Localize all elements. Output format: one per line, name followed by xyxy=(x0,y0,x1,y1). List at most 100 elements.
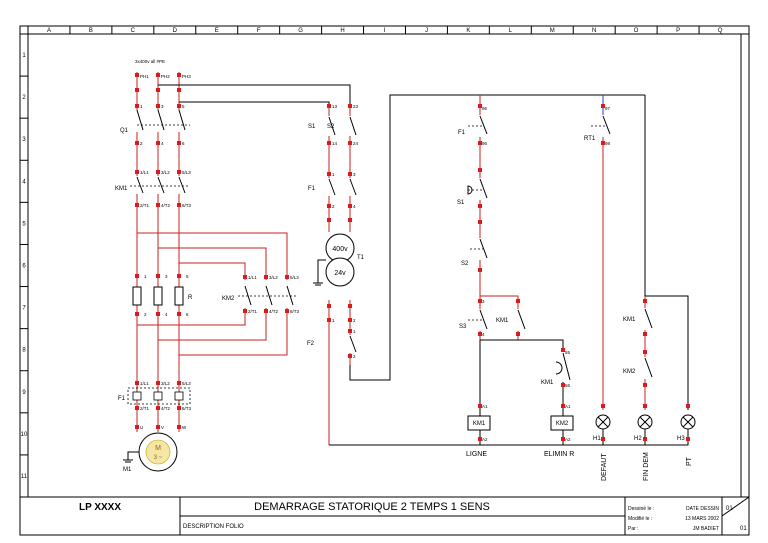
terminal-marker xyxy=(285,275,289,279)
transfo-secondary: 24v xyxy=(334,270,346,277)
motor-u: U xyxy=(140,425,143,430)
q1-label: Q1 xyxy=(120,128,129,134)
q1-bot-6: 6 xyxy=(182,141,185,146)
km1aux-3: 3 xyxy=(482,299,485,304)
f1-transfo-label: F1 xyxy=(308,186,316,192)
km2-coil-label: KM2 xyxy=(556,421,569,427)
s-bot-24: 24 xyxy=(353,141,359,146)
terminal-marker xyxy=(478,332,482,336)
grid-column-label: G xyxy=(298,28,303,34)
grid-row-label: 1 xyxy=(22,53,26,59)
q1-top-5: 5 xyxy=(182,104,185,109)
grid-column-label: Q xyxy=(718,28,723,34)
terminal-marker xyxy=(327,318,331,322)
km1-aux-label: KM1 xyxy=(496,318,509,324)
f1c-bot: 96 xyxy=(482,141,488,146)
terminal-marker xyxy=(156,312,160,316)
terminal-marker xyxy=(243,309,247,313)
terminal-marker xyxy=(327,104,331,108)
terminal-marker xyxy=(135,141,139,145)
label-elimin-r: ELIMIN R xyxy=(544,451,574,458)
grid-column-label: H xyxy=(340,28,344,34)
h3-label: H3 xyxy=(677,436,685,442)
r-top-5: 5 xyxy=(186,274,189,279)
label-fin-dem: FIN DEM xyxy=(643,452,650,481)
label-pt: PT xyxy=(686,456,693,466)
terminal-marker xyxy=(156,141,160,145)
km1-coil-a2: A2 xyxy=(482,437,488,442)
motor-label: M1 xyxy=(123,467,132,473)
s-top-23: 23 xyxy=(353,104,359,109)
grid-column-label: K xyxy=(466,28,470,34)
terminal-marker xyxy=(156,425,160,429)
terminal-marker xyxy=(327,141,331,145)
terminal-marker xyxy=(561,404,565,408)
transfo-wires xyxy=(328,94,645,445)
grid-column-label: F xyxy=(257,28,261,34)
terminal-marker xyxy=(327,204,331,208)
f1-bot-4: 4/T2 xyxy=(161,406,171,411)
terminal-marker xyxy=(561,383,565,387)
terminal-marker xyxy=(348,141,352,145)
terminal-marker xyxy=(243,275,247,279)
description-label: DESCRIPTION FOLIO xyxy=(183,524,244,530)
grid-row-label: 6 xyxy=(22,264,26,270)
terminal-marker xyxy=(478,299,482,303)
folio-number: 01 xyxy=(726,506,733,512)
km1-top-5: 5/L3 xyxy=(182,170,191,175)
s2-button: S2 xyxy=(461,238,488,267)
control-wires xyxy=(329,95,689,446)
drawing-title: DEMARRAGE STATORIQUE 2 TEMPS 1 SENS xyxy=(254,501,490,513)
km1-timer-label: KM1 xyxy=(541,380,554,386)
f2-fuse: F2 1 2 xyxy=(307,329,357,359)
terminal-marker xyxy=(348,354,352,358)
grid-column-label: D xyxy=(173,28,178,34)
terminal-marker xyxy=(135,88,139,92)
terminal-marker xyxy=(135,170,139,174)
terminal-markers xyxy=(135,73,690,441)
transformer-t1: 400v 24v T1 1 2 xyxy=(313,233,365,323)
terminal-marker xyxy=(348,329,352,333)
terminal-marker xyxy=(478,404,482,408)
grid-column-label: I xyxy=(384,28,386,34)
km2-power-label: KM2 xyxy=(222,296,235,302)
terminal-marker xyxy=(643,437,647,441)
q1-bot-4: 4 xyxy=(161,141,164,146)
f1-bot-2: 2/T1 xyxy=(140,406,150,411)
terminal-marker xyxy=(478,204,482,208)
s1-s2-power-switches: S1 S2 13 23 14 24 xyxy=(308,104,359,146)
terminal-marker xyxy=(478,141,482,145)
f1t-top-3: 3 xyxy=(353,172,356,177)
km1-right-contact: KM1 xyxy=(623,308,653,330)
km1-timer-contact: KM1 55 56 xyxy=(541,350,571,388)
r-top-1: 1 xyxy=(144,274,147,279)
terminal-marker xyxy=(348,204,352,208)
control-tap-wires xyxy=(158,84,351,104)
terminal-marker xyxy=(478,437,482,441)
terminal-marker xyxy=(177,312,181,316)
drawn-label: Dessiné le : xyxy=(628,506,654,512)
terminal-marker xyxy=(516,299,520,303)
phase-label-3: PH3 xyxy=(182,74,191,79)
grid-column-label: N xyxy=(592,28,596,34)
f1t-bot-2: 2 xyxy=(332,204,335,209)
terminal-marker xyxy=(135,406,139,410)
km2-coil: KM2 A1 A2 xyxy=(550,404,574,445)
drawn-value: DATE DESSIN xyxy=(686,506,719,512)
terminal-marker xyxy=(177,406,181,410)
km2-right-contact: KM2 xyxy=(623,357,653,379)
terminal-marker xyxy=(264,309,268,313)
q1-top-1: 1 xyxy=(140,104,143,109)
km2-top-5: 5/L3 xyxy=(290,275,299,280)
terminal-marker xyxy=(327,304,331,308)
terminal-marker xyxy=(561,437,565,441)
terminal-marker xyxy=(135,425,139,429)
lamp-h3: H3 xyxy=(677,414,696,445)
f1-control-contact: F1 95 96 xyxy=(458,106,488,146)
f1-thermal-relay: F1 1/L1 3/L2 5/L3 2/T1 4/T2 6/T3 xyxy=(118,381,192,411)
km2-bot-6: 6/T3 xyxy=(290,309,300,314)
terminal-marker xyxy=(177,141,181,145)
